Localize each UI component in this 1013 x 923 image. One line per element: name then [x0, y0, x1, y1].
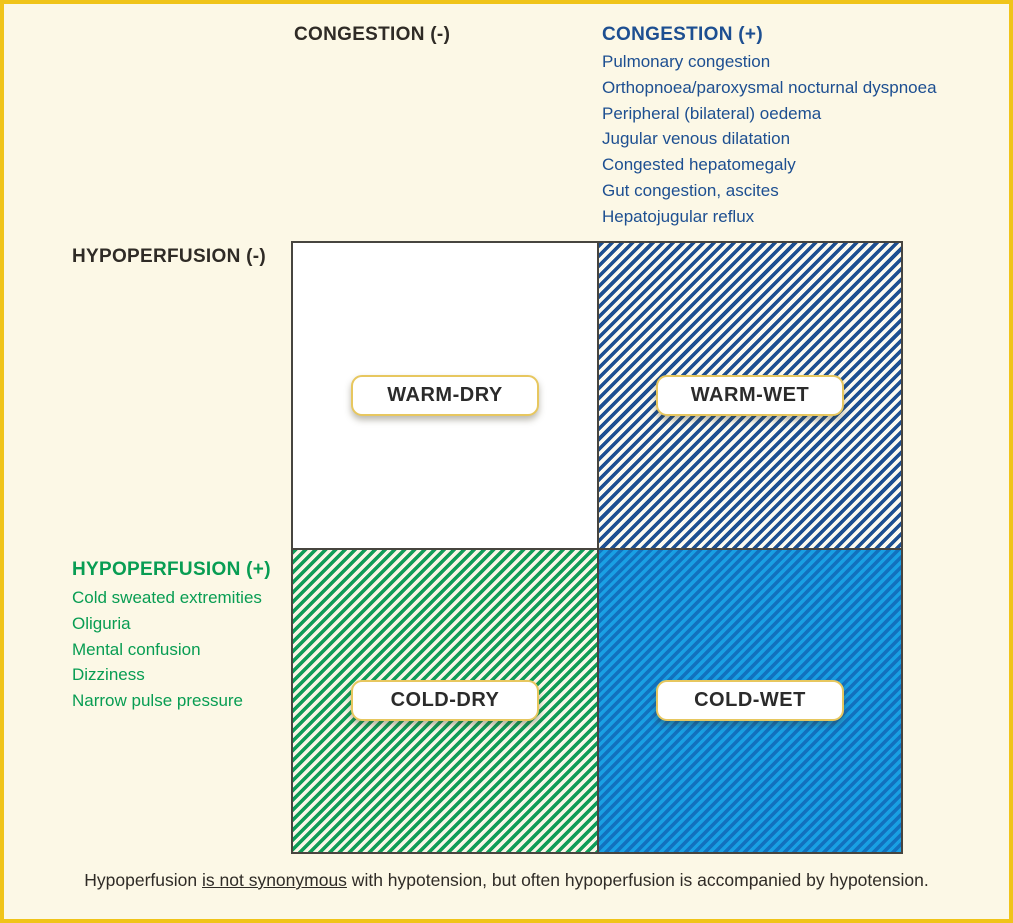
congestion-positive-heading: CONGESTION (+) — [602, 24, 763, 45]
list-item: Congested hepatomegaly — [602, 155, 796, 175]
hypoperfusion-positive-heading: HYPOPERFUSION (+) — [72, 559, 271, 580]
congestion-negative-heading: CONGESTION (-) — [294, 24, 451, 45]
footnote-part2: with hypotension, but often hypoperfusio… — [346, 870, 929, 890]
list-item: Mental confusion — [72, 639, 201, 659]
list-item: Oliguria — [72, 613, 131, 633]
list-item: Jugular venous dilatation — [602, 129, 791, 149]
quadrant-label-warm-wet: WARM-WET — [656, 374, 844, 416]
list-item: Cold sweated extremities — [72, 588, 262, 607]
footnote-underlined: is not synonymous — [202, 870, 347, 890]
quadrant-label-cold-dry: COLD-DRY — [351, 680, 539, 722]
footnote: Hypoperfusion is not synonymous with hyp… — [4, 870, 1009, 891]
hypoperfusion-negative-heading: HYPOPERFUSION (-) — [72, 246, 267, 267]
congestion-positive-symptom-list: Pulmonary congestion Orthopnoea/paroxysm… — [602, 49, 937, 230]
list-item: Narrow pulse pressure — [72, 691, 244, 711]
list-item: Gut congestion, ascites — [602, 180, 779, 200]
quadrant-label-warm-dry: WARM-DRY — [351, 374, 539, 416]
quadrant-warm-dry: WARM-DRY — [293, 243, 597, 548]
list-item: Peripheral (bilateral) oedema — [602, 103, 822, 123]
list-item: Hepatojugular reflux — [602, 206, 755, 226]
quadrant-matrix: WARM-DRY WARM-WET COLD-DRY COLD-WET — [291, 241, 903, 854]
quadrant-warm-wet: WARM-WET — [597, 243, 901, 548]
hypoperfusion-positive-symptom-list: Cold sweated extremities Oliguria Mental… — [72, 585, 262, 714]
quadrant-cold-dry: COLD-DRY — [293, 547, 597, 852]
quadrant-cold-wet: COLD-WET — [597, 547, 901, 852]
footnote-part1: Hypoperfusion — [84, 870, 202, 890]
quadrant-label-cold-wet: COLD-WET — [656, 680, 844, 722]
list-item: Pulmonary congestion — [602, 52, 771, 71]
list-item: Orthopnoea/paroxysmal nocturnal dyspnoea — [602, 77, 937, 97]
list-item: Dizziness — [72, 665, 145, 685]
